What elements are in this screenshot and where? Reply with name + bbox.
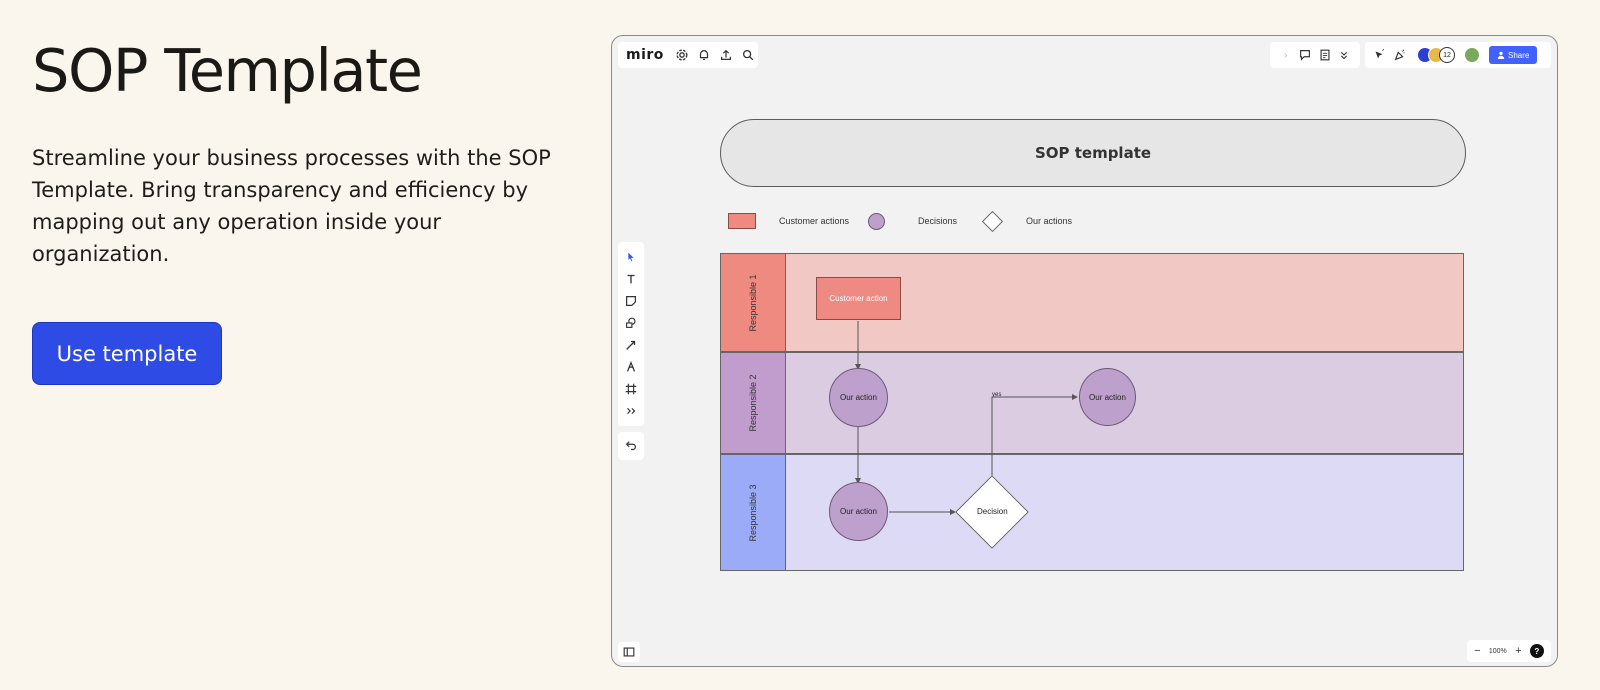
zoom-controls: − 100% + ? [1467,640,1551,662]
pen-icon[interactable] [623,359,639,375]
zoom-in-button[interactable]: + [1515,645,1522,657]
more-tools-icon[interactable] [623,403,639,419]
share-button[interactable]: Share [1489,46,1538,64]
upload-icon[interactable] [718,47,734,63]
our-action-node[interactable]: Our action [829,482,888,541]
cursor-icon[interactable] [1371,47,1387,63]
legend-our-actions-label: Our actions [1026,216,1073,226]
collaborator-count-badge: 12 [1439,47,1455,63]
page-title: SOP Template [32,36,423,105]
board-preview: miro › [611,35,1558,667]
notes-icon[interactable] [1317,47,1333,63]
panel-icon [621,644,637,660]
use-template-button[interactable]: Use template [32,322,222,385]
our-action-node[interactable]: Our action [829,368,888,427]
connection-line-icon[interactable] [623,337,639,353]
select-cursor-icon[interactable] [623,249,639,265]
our-action-node[interactable]: Our action [1079,368,1136,426]
current-user-avatar[interactable] [1464,47,1480,63]
settings-icon[interactable] [674,47,690,63]
comment-icon[interactable] [1297,47,1313,63]
board-toolbar-left: miro [618,42,758,68]
legend-decisions-swatch [868,213,885,230]
frame-icon[interactable] [623,381,639,397]
user-icon [1497,51,1505,59]
chevron-right-icon[interactable]: › [1284,49,1288,61]
board-toolbar-middle: › [1270,42,1360,68]
text-tool-icon[interactable] [623,271,639,287]
search-icon[interactable] [740,47,756,63]
sticky-note-icon[interactable] [623,293,639,309]
swimlane-1-header: Responsible 1 [721,254,786,351]
undo-icon [623,438,639,454]
miro-logo: miro [626,47,664,63]
swimlane-2-header: Responsible 2 [721,353,786,453]
customer-action-node[interactable]: Customer action [816,277,901,320]
connector-arrows [855,321,1078,515]
zoom-level[interactable]: 100% [1488,647,1507,655]
legend-customer-actions-swatch [728,213,756,229]
undo-button[interactable] [618,432,644,460]
help-button[interactable]: ? [1529,644,1544,658]
legend-decisions-label: Decisions [918,216,958,226]
chevrons-down-icon[interactable] [1336,47,1352,63]
zoom-out-button[interactable]: − [1474,645,1481,657]
yes-label: yes [992,392,1002,398]
board-tools-sidebar [618,242,644,426]
board-toolbar-right: 12 Share [1365,42,1551,68]
celebrate-icon[interactable] [1392,47,1408,63]
diagram-title: SOP template [720,119,1466,187]
collaborator-avatars[interactable]: 12 [1417,47,1455,63]
bell-icon[interactable] [696,47,712,63]
page-description: Streamline your business processes with … [32,146,551,266]
share-label: Share [1508,50,1530,60]
decision-label: Decision [977,507,1008,516]
swimlane-3-header: Responsible 3 [721,455,786,570]
shapes-icon[interactable] [623,315,639,331]
side-panel-button[interactable] [618,642,640,662]
legend-customer-actions-label: Customer actions [779,216,850,226]
